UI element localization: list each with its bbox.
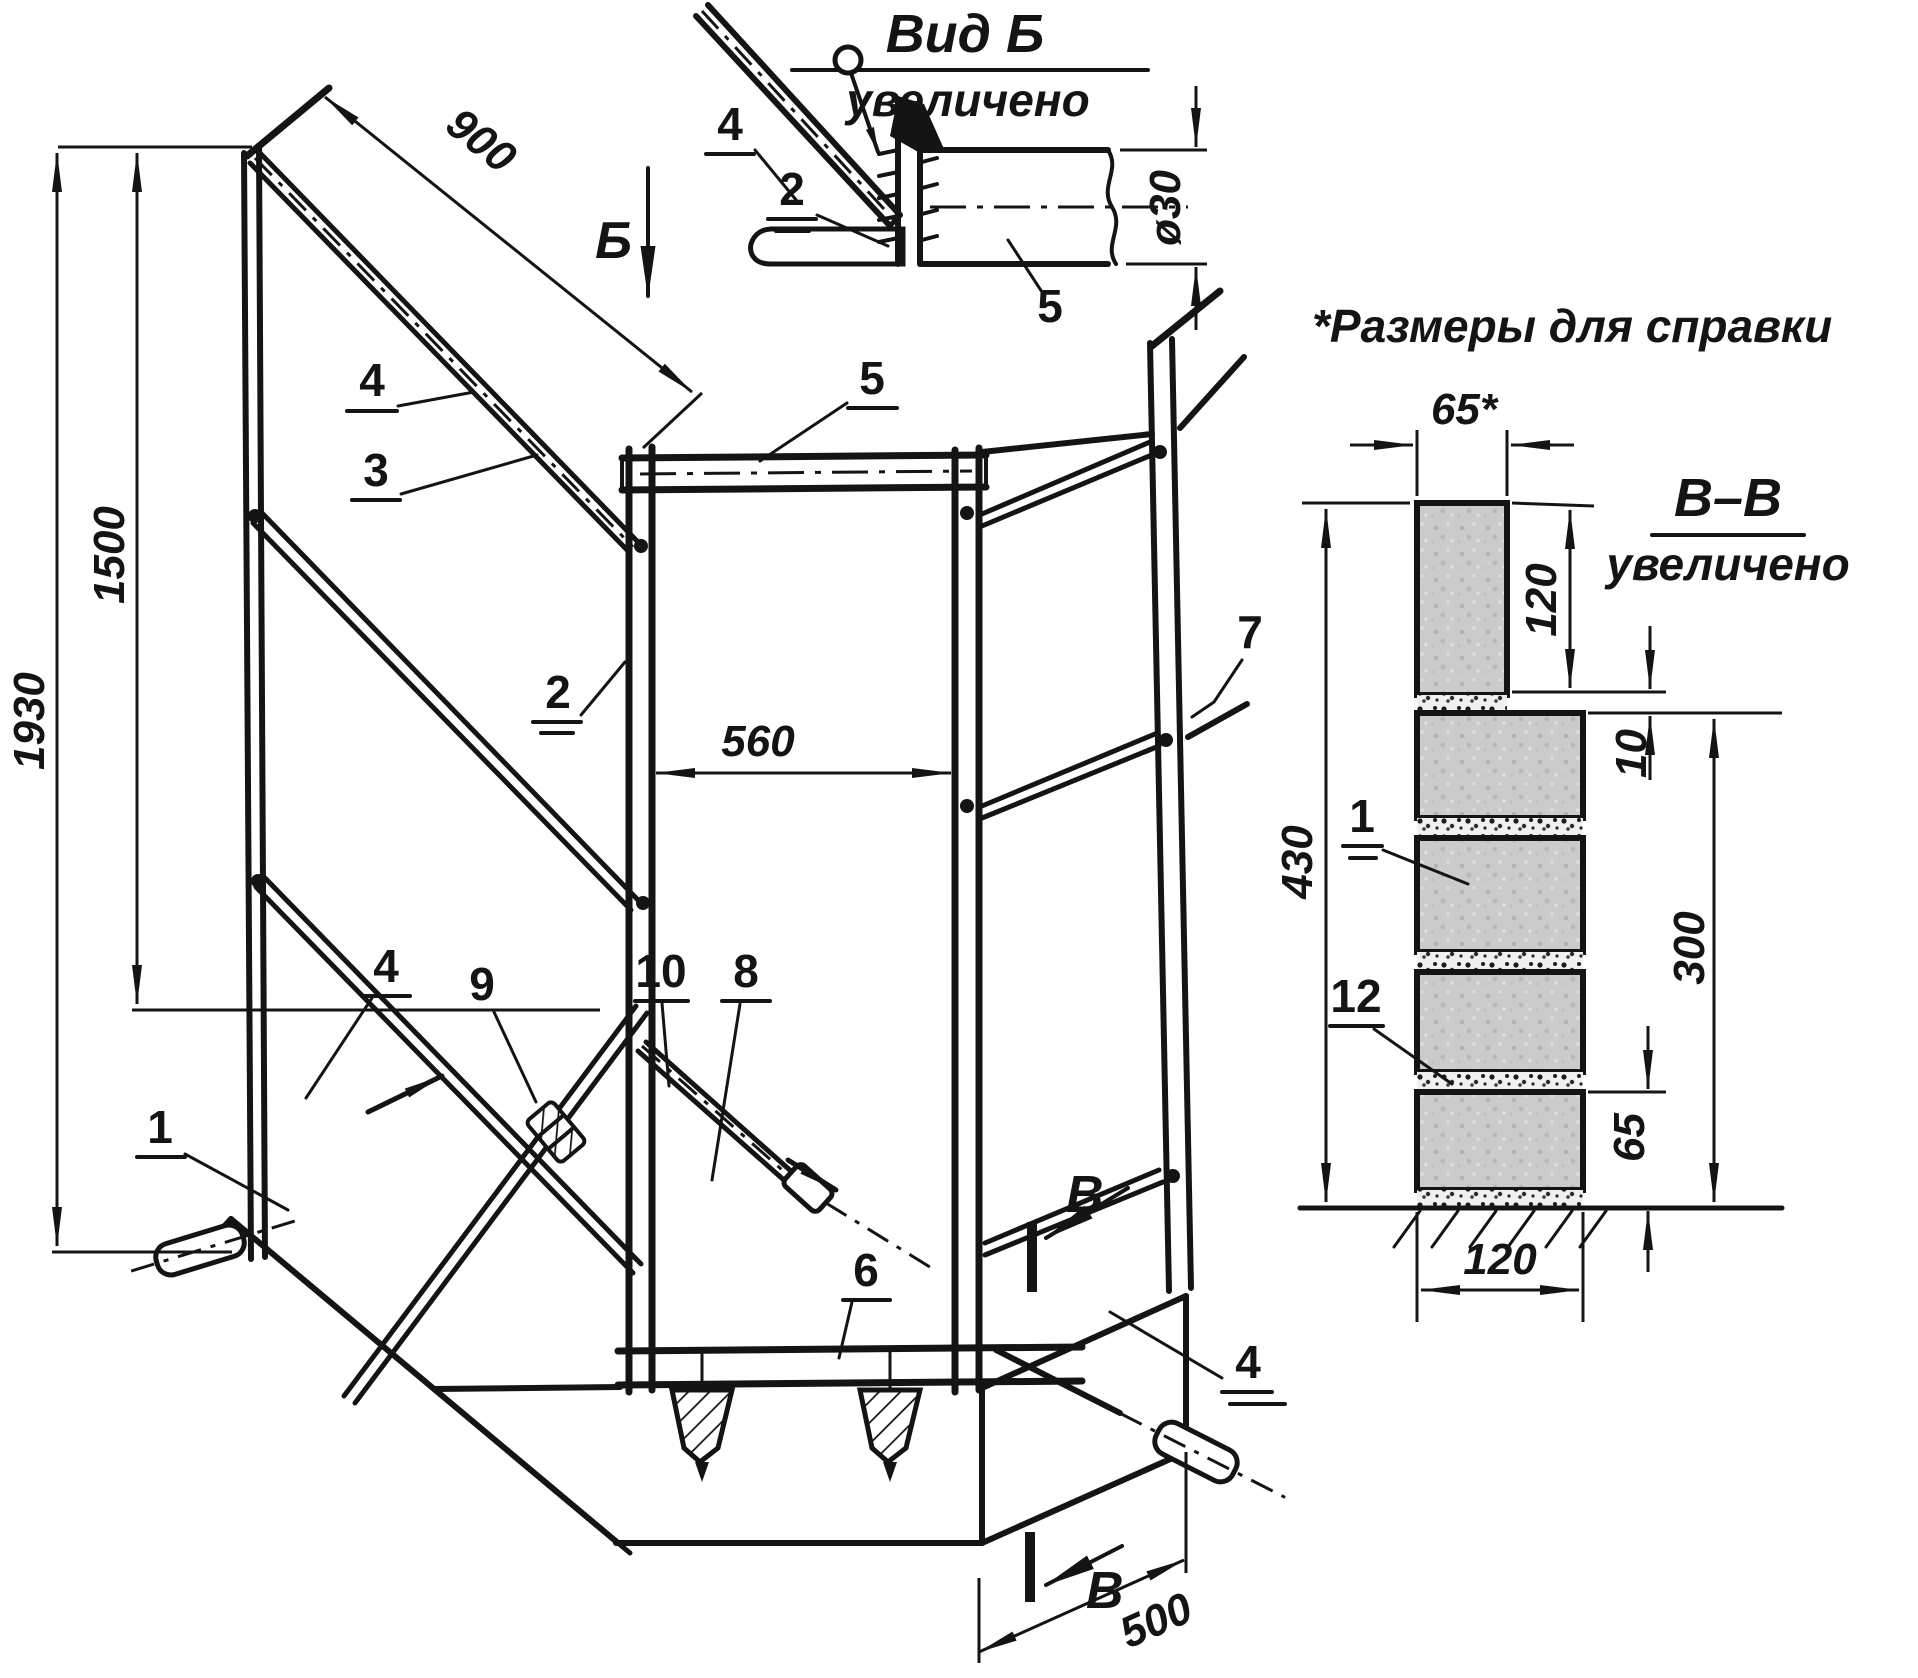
section-letter-bottom: В — [1086, 1562, 1124, 1620]
post-top-flag — [1148, 287, 1224, 350]
callout-8: 8 — [733, 945, 759, 997]
callout-3: 3 — [363, 444, 389, 496]
dim-stack-height-text: 300 — [1665, 911, 1714, 985]
section-letter-top: В — [1066, 1166, 1104, 1224]
dim-post-height: 1500 — [85, 506, 134, 604]
callout-7: 7 — [1237, 606, 1263, 658]
detail-callout-2: 2 — [779, 163, 805, 215]
right-panel — [979, 287, 1250, 1294]
callout-4: 4 — [359, 354, 385, 406]
dim-tube-diameter: ø30 — [1141, 86, 1201, 330]
callout-1: 1 — [147, 1101, 173, 1153]
left-panel-rails — [247, 149, 644, 1276]
dim-tube-diameter-text: ø30 — [1141, 170, 1190, 246]
mortar-joint — [1417, 818, 1583, 838]
film-rod-right — [993, 1347, 1286, 1499]
dim-heights: 1930 1500 — [5, 145, 600, 1254]
left-post — [241, 84, 333, 1262]
section-callout-1: 1 — [1349, 790, 1375, 842]
section-view-vv: *Размеры для справки В–В увеличено — [1273, 300, 1850, 1322]
main-callouts: 4 3 2 5 1 4 9 10 8 — [135, 352, 1287, 1406]
mortar-joint — [1417, 1190, 1583, 1207]
slide-direction-arrow — [365, 1073, 445, 1115]
dim-total-height: 1930 — [5, 672, 54, 770]
dim-stack-height: 300 — [1665, 718, 1719, 1203]
callout-4b: 4 — [373, 940, 399, 992]
ground-line — [1297, 1205, 1785, 1249]
pin — [832, 44, 880, 154]
mortar-joint — [1417, 695, 1507, 713]
mortar-joint — [1417, 1072, 1583, 1092]
brick-stack — [1414, 500, 1586, 1207]
anchor-foot — [668, 1348, 736, 1482]
reference-note: *Размеры для справки — [1312, 300, 1832, 352]
center-panel — [614, 443, 1086, 1396]
dim-left-panel-width: 900 — [437, 99, 525, 183]
dim-top-width: 65* — [1350, 385, 1574, 496]
view-b-letter: Б — [595, 212, 632, 270]
film-rod-left — [130, 1216, 304, 1278]
dim-center-panel-width: 560 — [721, 717, 795, 766]
dim-top-width-text: 65* — [1431, 385, 1499, 434]
anchor-foot — [856, 1348, 924, 1482]
bracket-foot — [748, 226, 906, 267]
dim-joint-text: 10 — [1607, 729, 1656, 778]
section-scale-note: увеличено — [1604, 538, 1849, 590]
callout-9: 9 — [469, 958, 495, 1010]
main-view: 1930 1500 900 560 500 Б — [5, 84, 1287, 1663]
section-cut-marks: В В — [1025, 1166, 1130, 1620]
callout-2: 2 — [545, 666, 571, 718]
callout-4c: 4 — [1235, 1336, 1261, 1388]
callout-6: 6 — [853, 1244, 879, 1296]
bracket-flange — [877, 96, 944, 267]
detail-callout-4: 4 — [717, 98, 743, 150]
tube — [919, 147, 1207, 267]
callout-5: 5 — [859, 352, 885, 404]
detail-scale-note: увеличено — [844, 74, 1089, 126]
section-title: В–В — [1674, 468, 1782, 528]
detail-view-b: Вид Б увеличено — [693, 2, 1207, 332]
section-callout-12: 12 — [1330, 970, 1381, 1022]
callout-10: 10 — [635, 945, 686, 997]
dim-right-panel: 500 — [977, 1452, 1200, 1663]
dim-total-stack-height: 430 — [1273, 501, 1410, 1203]
dim-bottom-brick-height-text: 65 — [1605, 1113, 1654, 1162]
mortar-joint — [1417, 952, 1583, 972]
dim-top-brick-height-text: 120 — [1517, 563, 1566, 637]
slide-direction-arrow — [785, 1157, 839, 1193]
detail-title: Вид Б — [886, 4, 1045, 64]
dim-top-brick-height: 120 — [1511, 501, 1595, 689]
dim-bottom-brick-height: 65 — [1588, 1026, 1666, 1272]
dim-center-panel: 560 — [655, 717, 952, 778]
view-b-arrow: Б — [595, 166, 656, 298]
dim-total-stack-height-text: 430 — [1273, 825, 1322, 900]
dim-bottom-width: 120 — [1415, 1212, 1585, 1322]
dim-right-panel-width: 500 — [1113, 1583, 1200, 1658]
post-top-flag — [243, 84, 333, 160]
dim-joint: 10 — [1512, 626, 1782, 780]
clamp — [525, 1100, 587, 1164]
dim-bottom-width-text: 120 — [1463, 1235, 1537, 1284]
